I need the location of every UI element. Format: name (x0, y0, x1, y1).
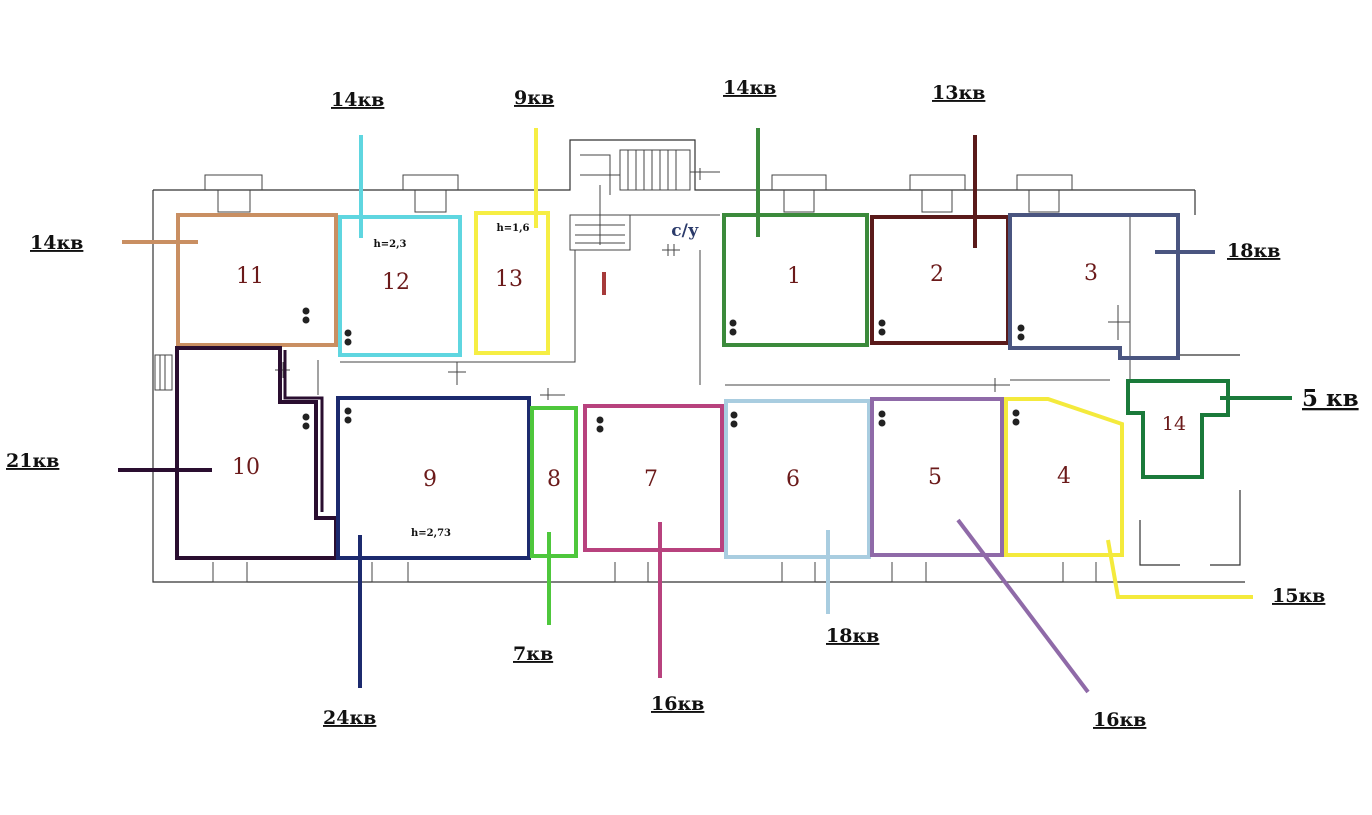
fixture-1 (729, 319, 737, 336)
room-8-outline (530, 406, 578, 558)
height-note-13: h=1,6 (496, 223, 529, 234)
building-walls (152, 139, 1245, 583)
room-number-8: 8 (547, 467, 561, 492)
area-label-7: 16кв (651, 693, 704, 715)
wc-label: с/у (671, 221, 699, 241)
room-number-12: 12 (382, 270, 410, 295)
room-9-outline (336, 396, 531, 560)
leader-4 (1106, 539, 1253, 599)
area-labels: 14кв 14кв 9кв 14кв 13кв 18кв 5 кв 21кв 2… (6, 77, 1359, 731)
fixture-4 (1012, 409, 1020, 426)
room-number-7: 7 (644, 467, 658, 492)
fixture-12 (344, 329, 352, 346)
area-label-4: 15кв (1272, 585, 1325, 607)
room-number-2: 2 (930, 262, 944, 287)
room-13-outline (474, 211, 550, 355)
room-number-5: 5 (928, 465, 942, 490)
area-label-11: 14кв (30, 232, 83, 254)
fixture-11 (302, 307, 310, 324)
area-label-8: 7кв (513, 643, 553, 665)
room-7-outline (583, 404, 724, 552)
room-number-3: 3 (1084, 261, 1098, 286)
room-6-outline (724, 399, 871, 559)
room-numbers: 11 12 13 1 2 3 14 10 9 8 7 6 5 4 (232, 261, 1186, 492)
fixture-7 (596, 416, 604, 433)
area-label-1: 14кв (723, 77, 776, 99)
room-number-14: 14 (1162, 413, 1186, 435)
fixture-2 (878, 319, 886, 336)
fixture-3 (1017, 324, 1025, 341)
area-label-6: 18кв (826, 625, 879, 647)
fixture-6 (730, 411, 738, 428)
area-label-13: 9кв (514, 87, 554, 109)
area-label-5: 16кв (1093, 709, 1146, 731)
leader-5 (956, 518, 1090, 694)
room-5-outline (870, 397, 1004, 557)
room-number-1: 1 (787, 264, 801, 289)
room-number-6: 6 (786, 467, 800, 492)
room-14-outline (1126, 379, 1230, 479)
fixture-10 (302, 413, 310, 430)
leader-lines (118, 128, 1292, 694)
height-note-9: h=2,73 (411, 528, 451, 539)
room-number-11: 11 (236, 264, 264, 289)
area-label-14: 5 кв (1302, 385, 1359, 412)
room-number-4: 4 (1057, 464, 1071, 489)
area-label-3: 18кв (1227, 240, 1280, 262)
room-number-9: 9 (423, 467, 437, 492)
fixtures (302, 307, 1025, 433)
area-label-12: 14кв (331, 89, 384, 111)
fixture-9 (344, 407, 352, 424)
room-3-outline (1008, 213, 1180, 360)
room-number-13: 13 (495, 267, 523, 292)
area-label-9: 24кв (323, 707, 376, 729)
room-10-outline (175, 346, 338, 560)
fixture-5 (878, 410, 886, 427)
area-label-2: 13кв (932, 82, 985, 104)
room-11-outline (176, 213, 338, 347)
area-label-10: 21кв (6, 450, 59, 472)
room-outlines (175, 211, 1230, 560)
room-4-outline (1004, 397, 1124, 557)
height-note-12: h=2,3 (373, 239, 406, 250)
room-12-outline (338, 215, 462, 357)
room-10-inner-line (283, 350, 324, 512)
room-1-outline (722, 213, 869, 347)
room-number-10: 10 (232, 455, 260, 480)
